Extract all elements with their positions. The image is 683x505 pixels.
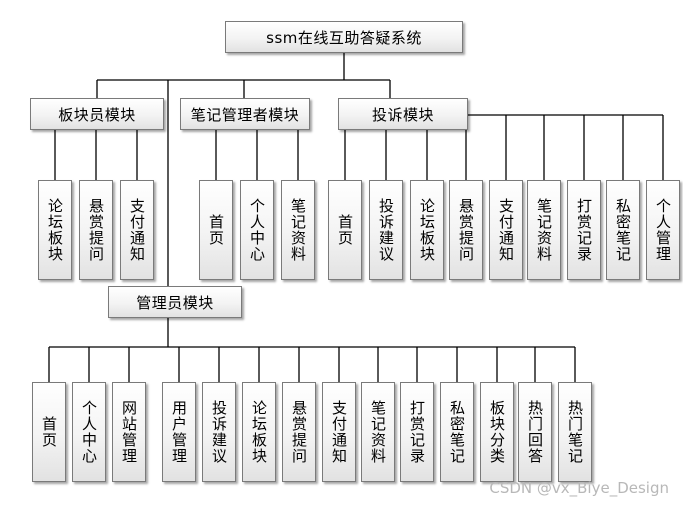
module-tousu: 投诉模块 <box>338 98 468 130</box>
leaf-label: 个人中心 <box>248 198 266 262</box>
leaf-tousu-3: 悬赏提问 <box>449 180 483 280</box>
leaf-admin-13: 热门笔记 <box>558 382 592 482</box>
leaf-tousu-1: 投诉建议 <box>369 180 403 280</box>
leaf-label: 热门回答 <box>526 400 544 464</box>
leaf-admin-10: 私密笔记 <box>440 382 474 482</box>
leaf-label: 论坛板块 <box>418 198 436 262</box>
leaf-banzhu-0: 论坛板块 <box>38 180 72 280</box>
leaf-label: 热门笔记 <box>566 400 584 464</box>
leaf-label: 笔记资料 <box>369 400 387 464</box>
leaf-label: 悬赏提问 <box>457 198 475 262</box>
leaf-admin-3: 用户管理 <box>162 382 196 482</box>
leaf-tousu-6: 打赏记录 <box>567 180 601 280</box>
leaf-label: 用户管理 <box>170 400 188 464</box>
leaf-admin-6: 悬赏提问 <box>282 382 316 482</box>
leaf-label: 网站管理 <box>120 400 138 464</box>
leaf-biji-1: 个人中心 <box>240 180 274 280</box>
leaf-tousu-8: 个人管理 <box>646 180 680 280</box>
module-admin: 管理员模块 <box>108 286 242 318</box>
leaf-admin-1: 个人中心 <box>72 382 106 482</box>
leaf-label: 论坛板块 <box>250 400 268 464</box>
leaf-label: 板块分类 <box>488 400 506 464</box>
leaf-tousu-7: 私密笔记 <box>606 180 640 280</box>
leaf-label: 支付通知 <box>497 198 515 262</box>
watermark: CSDN @vx_Biye_Design <box>489 479 669 497</box>
leaf-admin-11: 板块分类 <box>480 382 514 482</box>
leaf-biji-0: 首页 <box>199 180 233 280</box>
leaf-label: 投诉建议 <box>377 198 395 262</box>
leaf-banzhu-1: 悬赏提问 <box>79 180 113 280</box>
leaf-label: 支付通知 <box>128 198 146 262</box>
leaf-banzhu-2: 支付通知 <box>120 180 154 280</box>
leaf-admin-5: 论坛板块 <box>242 382 276 482</box>
leaf-admin-4: 投诉建议 <box>202 382 236 482</box>
leaf-label: 首页 <box>40 416 58 448</box>
leaf-label: 笔记资料 <box>535 198 553 262</box>
leaf-tousu-4: 支付通知 <box>489 180 523 280</box>
leaf-admin-12: 热门回答 <box>518 382 552 482</box>
leaf-tousu-5: 笔记资料 <box>527 180 561 280</box>
leaf-label: 首页 <box>336 214 354 246</box>
leaf-admin-0: 首页 <box>32 382 66 482</box>
leaf-label: 个人管理 <box>654 198 672 262</box>
leaf-admin-8: 笔记资料 <box>361 382 395 482</box>
leaf-label: 首页 <box>207 214 225 246</box>
module-biji: 笔记管理者模块 <box>180 98 310 130</box>
leaf-admin-9: 打赏记录 <box>400 382 434 482</box>
leaf-admin-7: 支付通知 <box>322 382 356 482</box>
leaf-tousu-0: 首页 <box>328 180 362 280</box>
leaf-label: 悬赏提问 <box>290 400 308 464</box>
leaf-label: 私密笔记 <box>448 400 466 464</box>
leaf-label: 悬赏提问 <box>87 198 105 262</box>
root-node: ssm在线互助答疑系统 <box>225 21 463 53</box>
module-banzhu: 板块员模块 <box>30 98 164 130</box>
leaf-label: 论坛板块 <box>46 198 64 262</box>
leaf-label: 个人中心 <box>80 400 98 464</box>
leaf-biji-2: 笔记资料 <box>281 180 315 280</box>
leaf-label: 笔记资料 <box>289 198 307 262</box>
leaf-admin-2: 网站管理 <box>112 382 146 482</box>
leaf-label: 私密笔记 <box>614 198 632 262</box>
leaf-label: 支付通知 <box>330 400 348 464</box>
leaf-label: 打赏记录 <box>575 198 593 262</box>
leaf-label: 打赏记录 <box>408 400 426 464</box>
leaf-label: 投诉建议 <box>210 400 228 464</box>
leaf-tousu-2: 论坛板块 <box>410 180 444 280</box>
